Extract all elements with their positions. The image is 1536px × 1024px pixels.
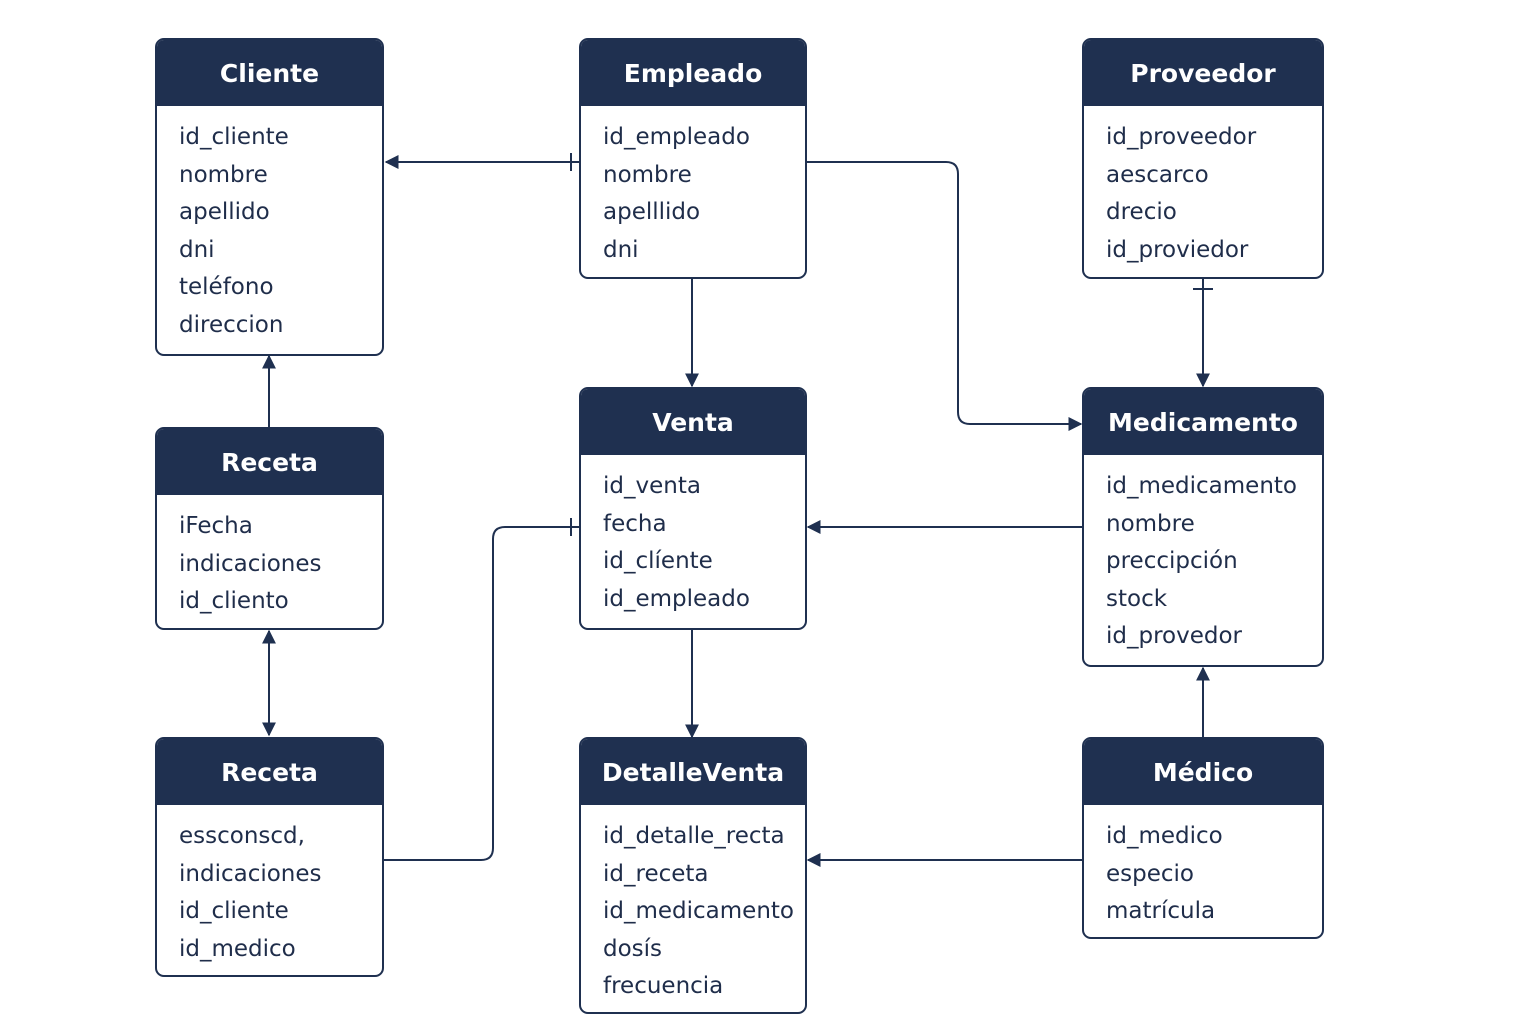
entity-title: DetalleVenta	[581, 739, 805, 805]
field: id_medicamento	[1106, 473, 1297, 499]
field-list: id_proveedor aescarco drecio id_proviedo…	[1084, 106, 1322, 269]
entity-empleado[interactable]: Empleado id_empleado nombre apelllido dn…	[579, 38, 807, 279]
field: especio	[1106, 860, 1194, 887]
field: id_cliente	[179, 124, 289, 150]
field: dosís	[603, 935, 663, 962]
entity-title: Proveedor	[1084, 40, 1322, 106]
field: id_empleado	[603, 585, 750, 612]
entity-medicamento[interactable]: Medicamento id_medicamento nombre precci…	[1082, 387, 1324, 667]
field-list: id_empleado nombre apelllido dni	[581, 106, 805, 269]
entity-receta-bottom[interactable]: Receta essconscd, indicaciones id_client…	[155, 737, 384, 977]
entity-title: Médico	[1084, 739, 1322, 805]
field-list: id_cliente nombre apellido dni teléfono …	[157, 106, 382, 344]
field: nombre	[603, 161, 692, 188]
field-list: id_medicamento nombre preccipción stock …	[1084, 455, 1322, 656]
field: drecio	[1106, 199, 1177, 225]
field: nombre	[1106, 510, 1195, 537]
entity-receta-top[interactable]: Receta iFecha indicaciones id_cliento	[155, 427, 384, 630]
field-list: iFecha indicaciones id_cliento	[157, 495, 382, 621]
field: apellido	[179, 199, 270, 225]
field: id_venta	[603, 473, 701, 499]
field: id_empleado	[603, 124, 750, 150]
field: iFecha	[179, 513, 253, 539]
field: id_provedor	[1106, 623, 1243, 649]
entity-cliente[interactable]: Cliente id_cliente nombre apellido dni t…	[155, 38, 384, 356]
field: id_proviedor	[1106, 236, 1249, 263]
entity-title: Receta	[157, 739, 382, 805]
field: nombre	[179, 161, 268, 188]
field: frecuencia	[603, 973, 724, 999]
connector-receta-venta	[384, 526, 580, 861]
field: id_medicamento	[603, 898, 794, 924]
field: matrícula	[1106, 898, 1216, 924]
field: id_medico	[179, 935, 296, 962]
field: essconscd,	[179, 823, 305, 849]
field: direccion	[179, 311, 284, 338]
entity-title: Receta	[157, 429, 382, 495]
field-list: id_venta fecha id_clíente id_empleado	[581, 455, 805, 618]
entity-title: Cliente	[157, 40, 382, 106]
field: id_detalle_recta	[603, 823, 785, 849]
field: id_proveedor	[1106, 124, 1257, 150]
field-list: id_medico especio matrícula	[1084, 805, 1322, 931]
field: id_medico	[1106, 823, 1223, 849]
field-list: essconscd, indicaciones id_cliente id_me…	[157, 805, 382, 968]
field: teléfono	[179, 274, 274, 300]
entity-detalleventa[interactable]: DetalleVenta id_detalle_recta id_receta …	[579, 737, 807, 1014]
field: dni	[603, 236, 639, 263]
field: dni	[179, 236, 215, 263]
field: apelllido	[603, 199, 701, 225]
field: indicaciones	[179, 860, 322, 887]
field: aescarco	[1106, 161, 1209, 188]
entity-venta[interactable]: Venta id_venta fecha id_clíente id_emple…	[579, 387, 807, 630]
field: fecha	[603, 510, 667, 537]
field: id_cliente	[179, 898, 289, 924]
entity-title: Medicamento	[1084, 389, 1322, 455]
field: id_receta	[603, 860, 709, 887]
field: id_cliento	[179, 588, 289, 614]
field: preccipción	[1106, 548, 1238, 574]
entity-medico[interactable]: Médico id_medico especio matrícula	[1082, 737, 1324, 939]
entity-title: Empleado	[581, 40, 805, 106]
entity-title: Venta	[581, 389, 805, 455]
entity-proveedor[interactable]: Proveedor id_proveedor aescarco drecio i…	[1082, 38, 1324, 279]
field: indicaciones	[179, 550, 322, 577]
field: id_clíente	[603, 548, 713, 574]
field: stock	[1106, 585, 1168, 612]
connector-empleado-medicamento	[806, 161, 1083, 431]
field-list: id_detalle_recta id_receta id_medicament…	[581, 805, 805, 1006]
